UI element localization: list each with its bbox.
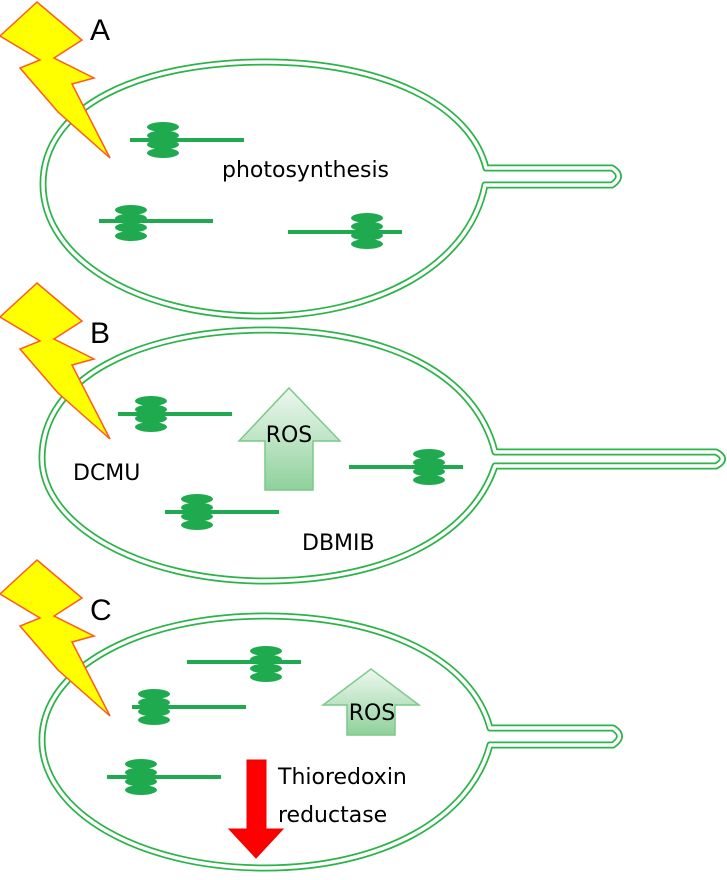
thylakoid-a1	[130, 122, 244, 158]
ros-increase-arrow-c: ROS	[320, 668, 422, 736]
label-ros-c: ROS	[349, 701, 396, 726]
thylakoid-a2	[99, 205, 213, 241]
cell-b	[38, 326, 726, 585]
cell-c	[38, 612, 623, 872]
panel-a: A photosynthesis	[0, 1, 622, 320]
thioredoxin-decrease-arrow	[227, 759, 285, 859]
panel-letter-b: B	[90, 317, 110, 350]
label-ros-b: ROS	[266, 423, 313, 448]
label-dbmib: DBMIB	[302, 531, 375, 556]
cell-a	[39, 58, 622, 320]
thylakoid-c2	[132, 689, 246, 725]
thylakoid-b3	[349, 449, 463, 485]
panel-letter-a: A	[90, 14, 110, 47]
label-dcmu: DCMU	[73, 461, 140, 486]
label-thioredoxin: Thioredoxin	[277, 765, 407, 790]
thylakoid-b1	[118, 396, 232, 432]
thylakoid-a3	[288, 213, 402, 249]
ros-increase-arrow-b: ROS	[237, 386, 342, 491]
panel-c: C ROS Thioredoxin reductase	[0, 559, 623, 872]
label-photosynthesis: photosynthesis	[222, 158, 389, 183]
thylakoid-c3	[107, 759, 221, 795]
panel-b: B ROS DCMU DBMIB	[0, 282, 726, 585]
panel-letter-c: C	[90, 594, 112, 627]
thylakoid-c1	[187, 646, 301, 682]
thylakoid-b2	[165, 494, 279, 530]
label-reductase: reductase	[278, 803, 387, 828]
